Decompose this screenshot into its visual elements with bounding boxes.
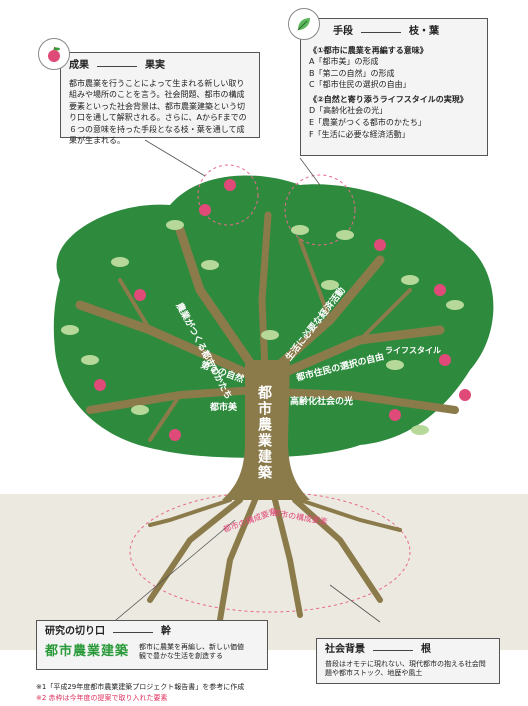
social-leader-line (329, 584, 381, 623)
means-item-c: C「都市住民の選択の自由」 (309, 80, 411, 90)
trunk-label: 都市農業建築 (256, 385, 272, 481)
branches (75, 211, 459, 442)
results-body: 都市農業を行うことによって生まれる新しい取り組みや場所のことを言う。社会問題、都… (69, 78, 247, 146)
means-item-a: A「都市美」の形成 (309, 57, 379, 67)
results-heading-right: 果実 (145, 60, 165, 71)
social-body: 普段はオモテに現れない、現代都市の抱える社会問題や都市ストック、地歴や風土 (325, 659, 486, 677)
means-heading: 手段 (333, 26, 353, 37)
means-box: 手段 枝・葉 《①都市に農業を再編する意味》 A「都市美」の形成 B「第二の自然… (300, 18, 488, 156)
means-rule (361, 31, 401, 33)
branch-label-lifestyle: ライフスタイル (385, 346, 441, 355)
results-heading: 成果 (69, 60, 89, 71)
results-leader-line (144, 139, 206, 177)
branch-label-aging: 高齢化社会の光 (290, 397, 354, 407)
roots-highlight-ring (129, 491, 411, 613)
leaf-highlight-ring (284, 174, 356, 246)
means-item-f: F「生活に必要な経済活動」 (309, 129, 410, 139)
footnote-1: ※1「平成29年度都市農業建築プロジェクト報告書」を参考に作成 (36, 683, 245, 691)
research-content: 都市農業建築 都市に農業を再編し、新しい価値観で豊かな生活を創造する (45, 643, 259, 662)
means-header: 手段 枝・葉 (309, 25, 479, 40)
research-title: 都市農業建築 (45, 643, 130, 659)
social-heading: 社会背景 (325, 644, 365, 655)
research-box: 研究の切り口 幹 都市農業建築 都市に農業を再編し、新しい価値観で豊かな生活を創… (36, 620, 268, 670)
means-leader-line (299, 157, 321, 186)
research-heading: 研究の切り口 (45, 626, 105, 637)
social-box: 社会背景 根 普段はオモテに現れない、現代都市の抱える社会問題や都市ストック、地… (316, 638, 500, 684)
results-header: 成果 果実 (69, 59, 251, 74)
results-box: 成果 果実 都市農業を行うことによって生まれる新しい取り組みや場所のことを言う。… (60, 52, 260, 145)
means-heading-right: 枝・葉 (409, 26, 439, 37)
social-header: 社会背景 根 (325, 643, 491, 658)
means-section2: 《②自然と寄り添うライフスタイルの実現》 (309, 94, 468, 104)
means-item-b: B「第二の自然」の形成 (309, 68, 395, 78)
social-rule (373, 649, 413, 651)
means-item-d: D「高齢化社会の光」 (309, 106, 388, 116)
branch-label-urban-beauty: 都市美 (210, 403, 238, 413)
research-header: 研究の切り口 幹 (45, 625, 259, 640)
means-item-e: E「農業がつくる都市のかたち」 (309, 118, 426, 128)
leaves (61, 220, 464, 435)
research-rule (113, 631, 153, 633)
fruit-highlight-ring (197, 164, 259, 226)
research-leader-line (109, 519, 236, 626)
means-section1: 《①都市に農業を再編する意味》 (309, 45, 428, 55)
leaf-icon (288, 8, 320, 40)
apple-icon (38, 38, 70, 70)
research-heading-right: 幹 (161, 626, 171, 637)
fruits (94, 179, 471, 441)
research-body: 都市に農業を再編し、新しい価値観で豊かな生活を創造する (139, 642, 245, 660)
results-rule (97, 65, 137, 67)
social-heading-right: 根 (421, 644, 431, 655)
footnote-2: ※2 赤枠は今年度の提案で取り入れた要素 (36, 694, 168, 702)
